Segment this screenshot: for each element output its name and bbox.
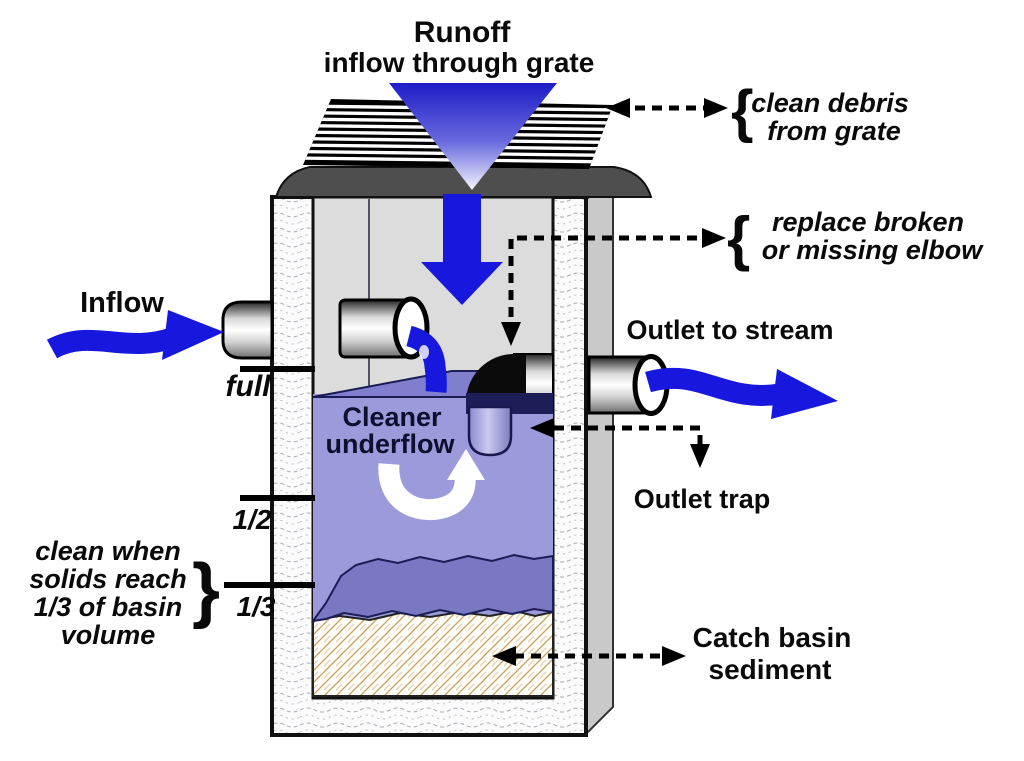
outlet-flow-arrowhead-icon xyxy=(771,369,838,419)
inflow-flow-arrowhead-icon xyxy=(162,310,224,360)
clean-when-note-line3: 1/3 of basin xyxy=(34,592,183,622)
clean-when-note-line4: volume xyxy=(61,620,156,650)
outlet-trap-label: Outlet trap xyxy=(634,484,771,514)
arrowhead-left-icon xyxy=(530,418,554,438)
connector-arrowheads xyxy=(492,98,728,666)
outlet-flow-arrow xyxy=(645,367,782,406)
level-full-label: full xyxy=(226,370,272,403)
brace-icon: { xyxy=(731,79,754,144)
level-third-label: 1/3 xyxy=(237,591,276,622)
brace-icon: { xyxy=(727,205,750,272)
sludge-layer xyxy=(310,553,554,623)
arrowhead-left-icon xyxy=(606,98,630,118)
pouring-water xyxy=(405,325,447,393)
cleaner-underflow-label-line2: underflow xyxy=(326,429,456,459)
replace-elbow-note-line2: or missing elbow xyxy=(762,235,985,265)
arrowhead-left-icon xyxy=(492,646,516,666)
outlet-stream-label: Outlet to stream xyxy=(626,315,833,345)
catch-basin-label-line1: Catch basin xyxy=(693,622,852,653)
underflow-arrowhead-icon xyxy=(447,449,485,480)
replace-elbow-note-line1: replace broken xyxy=(772,207,964,237)
runoff-funnel-icon xyxy=(389,83,557,190)
level-half-label: 1/2 xyxy=(233,504,272,535)
brace-icon: } xyxy=(192,550,220,630)
inflow-pipe xyxy=(221,300,274,360)
clean-debris-note-line1: clean debris xyxy=(751,88,909,118)
underflow-arrow-icon xyxy=(378,463,476,520)
arrowhead-right-icon xyxy=(662,646,686,666)
arrowhead-right-icon xyxy=(704,98,728,118)
cleaner-underflow-label-line1: Cleaner xyxy=(342,402,442,432)
outlet-trap-pipe xyxy=(467,405,513,457)
runoff-down-arrow-icon xyxy=(421,194,503,305)
clean-debris-note-line2: from grate xyxy=(767,116,901,146)
inflow-label: Inflow xyxy=(80,287,164,319)
arrowhead-down-icon xyxy=(690,444,710,468)
runoff-title-line1: Runoff xyxy=(414,16,512,49)
arrowhead-right-icon xyxy=(702,228,726,248)
basin-collar xyxy=(274,166,653,198)
inflow-flow-arrow xyxy=(46,327,176,359)
catch-basin-label-line2: sediment xyxy=(709,654,832,685)
clean-when-note-line2: solids reach xyxy=(29,564,187,594)
water-glint xyxy=(419,345,429,359)
sediment-layer xyxy=(312,609,554,697)
clean-when-note-line1: clean when xyxy=(35,536,181,566)
runoff-title-line2: inflow through grate xyxy=(324,47,595,78)
basin-side-face xyxy=(585,170,614,737)
arrowhead-down-icon xyxy=(501,322,521,346)
